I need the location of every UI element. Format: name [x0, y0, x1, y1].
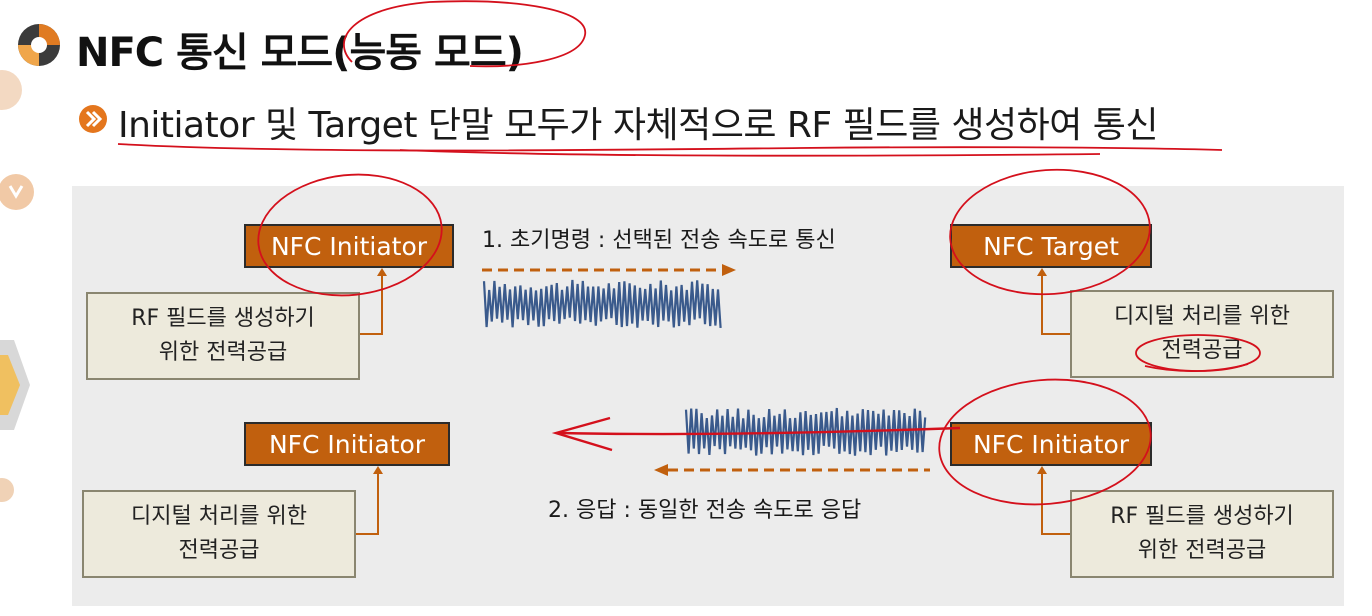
power-info-box-bottom-right: RF 필드를 생성하기 위한 전력공급: [1070, 490, 1334, 578]
power-info-line1: RF 필드를 생성하기: [131, 306, 315, 331]
step1-label: 1. 초기명령 : 선택된 전송 속도로 통신: [482, 228, 836, 253]
nfc-initiator-box-bottom-right: NFC Initiator: [950, 422, 1152, 466]
power-info-line2: 전력공급: [178, 538, 260, 563]
power-info-line1: RF 필드를 생성하기: [1110, 504, 1294, 529]
power-info-line1: 디지털 처리를 위한: [1114, 304, 1290, 329]
power-info-line1: 디지털 처리를 위한: [131, 504, 307, 529]
power-info-box-top-right: 디지털 처리를 위한 전력공급: [1070, 290, 1334, 378]
power-info-line2: 위한 전력공급: [158, 340, 288, 365]
nfc-initiator-box-bottom-left: NFC Initiator: [244, 422, 450, 466]
bullet-chevron-icon: [79, 105, 107, 133]
title-logo-icon: [18, 24, 60, 66]
annotation-subtitle-underline-2: [399, 149, 1101, 157]
power-info-line2: 전력공급: [1161, 338, 1243, 363]
step2-label: 2. 응답 : 동일한 전송 속도로 응답: [548, 498, 862, 523]
power-info-box-bottom-left: 디지털 처리를 위한 전력공급: [82, 490, 356, 578]
side-decoration: [0, 70, 34, 502]
power-info-line2: 위한 전력공급: [1137, 538, 1267, 563]
nfc-target-box: NFC Target: [950, 224, 1152, 268]
power-info-box-top-left: RF 필드를 생성하기 위한 전력공급: [86, 292, 360, 380]
nfc-initiator-box-top: NFC Initiator: [244, 224, 454, 268]
subtitle: Initiator 및 Target 단말 모두가 자체적으로 RF 필드를 생…: [118, 105, 1159, 146]
page-title: NFC 통신 모드(능동 모드): [76, 30, 524, 76]
